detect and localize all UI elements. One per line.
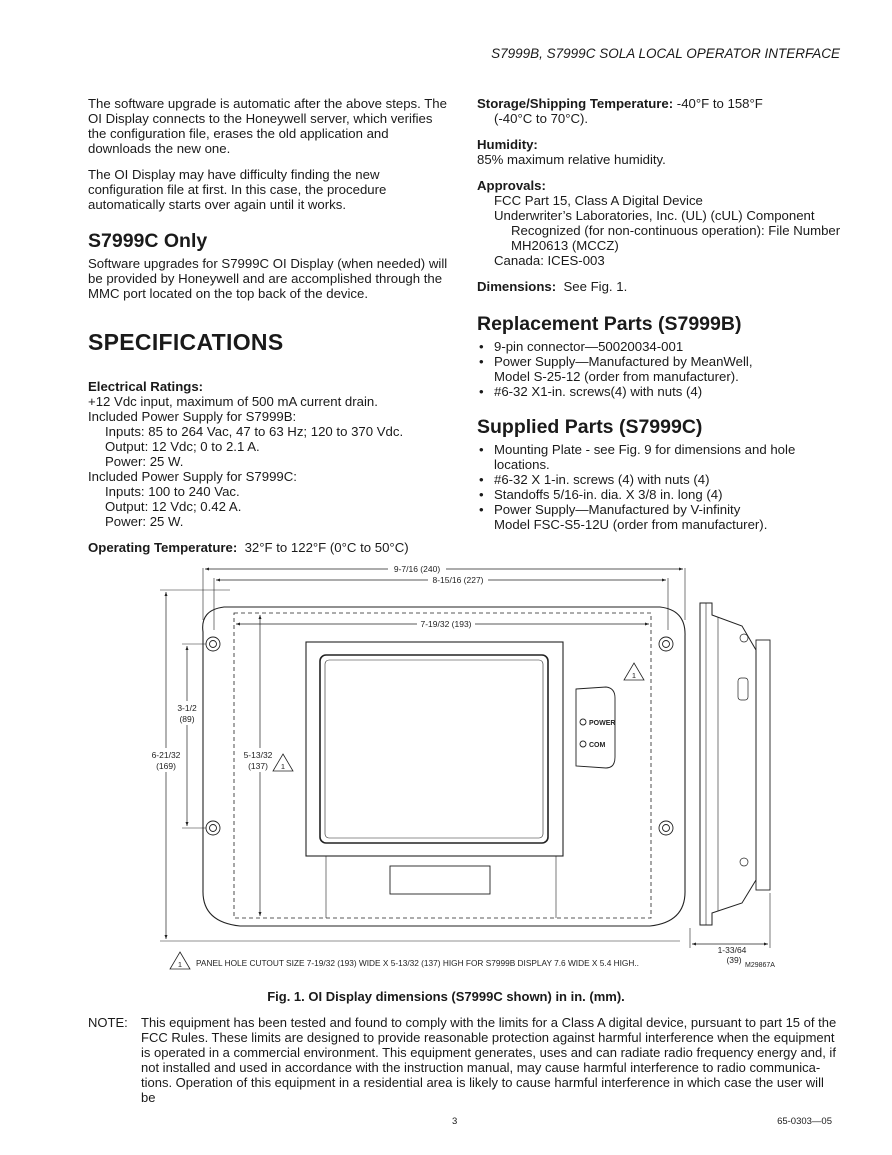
svg-text:1: 1 — [632, 671, 636, 680]
humidity-label: Humidity: — [477, 137, 538, 152]
note-text: This equipment has been tested and found… — [141, 1015, 837, 1105]
list-item: Power Supply—Manufactured by MeanWell,Mo… — [477, 354, 847, 384]
approvals-ul: Underwriter’s Laboratories, Inc. (UL) (c… — [494, 208, 815, 223]
document-number: 65-0303—05 — [777, 1116, 832, 1127]
elec-line: Inputs: 85 to 264 Vac, 47 to 63 Hz; 120 … — [105, 424, 404, 439]
dim-cutout-width: 7-19/32 (193) — [420, 619, 471, 629]
panel-note: PANEL HOLE CUTOUT SIZE 7-19/32 (193) WID… — [196, 958, 639, 968]
storage-temperature-label: Storage/Shipping Temperature: — [477, 96, 674, 111]
dimensions-value: See Fig. 1. — [563, 279, 628, 294]
note-marker-icon — [623, 662, 645, 681]
display-bezel — [305, 641, 564, 857]
power-led-icon — [579, 718, 587, 726]
figure-caption: Fig. 1. OI Display dimensions (S7999C sh… — [267, 989, 625, 1004]
dim-cutout-height-a: 5-13/32 — [244, 750, 273, 760]
list-item: Power Supply—Manufactured by V-infinityM… — [477, 502, 847, 532]
dimensions: Dimensions: See Fig. 1. — [477, 279, 847, 294]
side-view-outline — [699, 602, 757, 926]
storage-temperature-value: -40°F to 158°F — [676, 96, 763, 111]
supplied-parts-list: Mounting Plate - see Fig. 9 for dimensio… — [477, 442, 847, 532]
label-window — [389, 865, 491, 895]
s7999c-text: Software upgrades for S7999C OI Display … — [88, 256, 448, 301]
note-marker-icon — [272, 753, 294, 772]
elec-line: Included Power Supply for S7999C: — [88, 469, 297, 484]
approvals-label: Approvals: — [477, 178, 546, 193]
running-header: S7999B, S7999C SOLA LOCAL OPERATOR INTER… — [491, 46, 840, 61]
operating-temperature-value: 32°F to 122°F (0°C to 50°C) — [244, 540, 409, 555]
operating-temperature-label: Operating Temperature: — [88, 540, 238, 555]
elec-line: Output: 12 Vdc; 0.42 A. — [105, 499, 242, 514]
com-led-icon — [579, 740, 587, 748]
elec-line: Output: 12 Vdc; 0 to 2.1 A. — [105, 439, 260, 454]
screw-hole-icon — [205, 636, 221, 652]
left-column: The software upgrade is automatic after … — [88, 96, 453, 555]
fcc-note: NOTE: This equipment has been tested and… — [88, 1015, 840, 1105]
dim-overall-width: 9-7/16 (240) — [394, 564, 440, 574]
oi-display-dimension-drawing: 9-7/16 (240) 8-15/16 (227) 7-19/32 (193)… — [148, 563, 775, 970]
display-screen — [319, 654, 549, 844]
com-label: COM — [589, 742, 606, 749]
operating-temperature: Operating Temperature: 32°F to 122°F (0°… — [88, 540, 453, 555]
approvals-fcc: FCC Part 15, Class A Digital Device — [494, 193, 703, 208]
screw-hole-icon — [205, 820, 221, 836]
elec-line: Included Power Supply for S7999B: — [88, 409, 297, 424]
supplied-parts-heading: Supplied Parts (S7999C) — [477, 416, 703, 438]
list-item: 9-pin connector—50020034-001 — [477, 339, 847, 354]
list-item: Mounting Plate - see Fig. 9 for dimensio… — [477, 442, 847, 472]
approvals-ul-cont: MH20613 (MCCZ) — [511, 238, 619, 253]
humidity-value: 85% maximum relative humidity. — [477, 152, 666, 167]
note-label: NOTE: — [88, 1015, 128, 1030]
dim-hole-height-b: (89) — [179, 714, 194, 724]
elec-line: Power: 25 W. — [105, 514, 184, 529]
specifications-heading: SPECIFICATIONS — [88, 329, 284, 355]
elec-line: Inputs: 100 to 240 Vac. — [105, 484, 240, 499]
device-outline — [202, 606, 686, 927]
storage-temperature: Storage/Shipping Temperature: -40°F to 1… — [477, 96, 847, 111]
electrical-ratings-label: Electrical Ratings: — [88, 379, 204, 394]
approvals-canada: Canada: ICES-003 — [494, 253, 605, 268]
dim-hole-height-a: 3-1/2 — [177, 703, 197, 713]
screw-hole-icon — [658, 820, 674, 836]
power-label: POWER — [589, 720, 615, 727]
dim-depth-a: 1-33/64 — [718, 945, 747, 955]
dim-overall-height-a: 6-21/32 — [152, 750, 181, 760]
right-column: Storage/Shipping Temperature: -40°F to 1… — [477, 96, 847, 532]
dim-overall-height-b: (169) — [156, 761, 176, 771]
intro-paragraph-2: The OI Display may have difficulty findi… — [88, 167, 387, 212]
led-panel — [575, 686, 616, 769]
screw-hole-icon — [658, 636, 674, 652]
page-number: 3 — [452, 1116, 458, 1127]
dim-hole-width: 8-15/16 (227) — [432, 575, 483, 585]
dim-cutout-height-b: (137) — [248, 761, 268, 771]
storage-temperature-value-2: (-40°C to 70°C). — [494, 111, 589, 126]
figure-id: M29867A — [745, 962, 775, 969]
note-marker-icon — [169, 951, 191, 970]
approvals-ul-cont: Recognized (for non-continuous operation… — [511, 223, 841, 238]
cutout-outline — [233, 612, 652, 919]
dim-depth-b: (39) — [726, 955, 741, 965]
list-item: #6-32 X 1-in. screws (4) with nuts (4) — [477, 472, 847, 487]
replacement-parts-heading: Replacement Parts (S7999B) — [477, 313, 742, 335]
elec-line: Power: 25 W. — [105, 454, 184, 469]
svg-text:1: 1 — [281, 762, 285, 771]
svg-text:1: 1 — [178, 960, 182, 969]
intro-paragraph-1: The software upgrade is automatic after … — [88, 96, 447, 156]
dimensions-label: Dimensions: — [477, 279, 557, 294]
list-item: #6-32 X1-in. screws(4) with nuts (4) — [477, 384, 847, 399]
replacement-parts-list: 9-pin connector—50020034-001 Power Suppl… — [477, 339, 847, 399]
s7999c-heading: S7999C Only — [88, 230, 208, 252]
list-item: Standoffs 5/16-in. dia. X 3/8 in. long (… — [477, 487, 847, 502]
elec-line: +12 Vdc input, maximum of 500 mA current… — [88, 394, 378, 409]
